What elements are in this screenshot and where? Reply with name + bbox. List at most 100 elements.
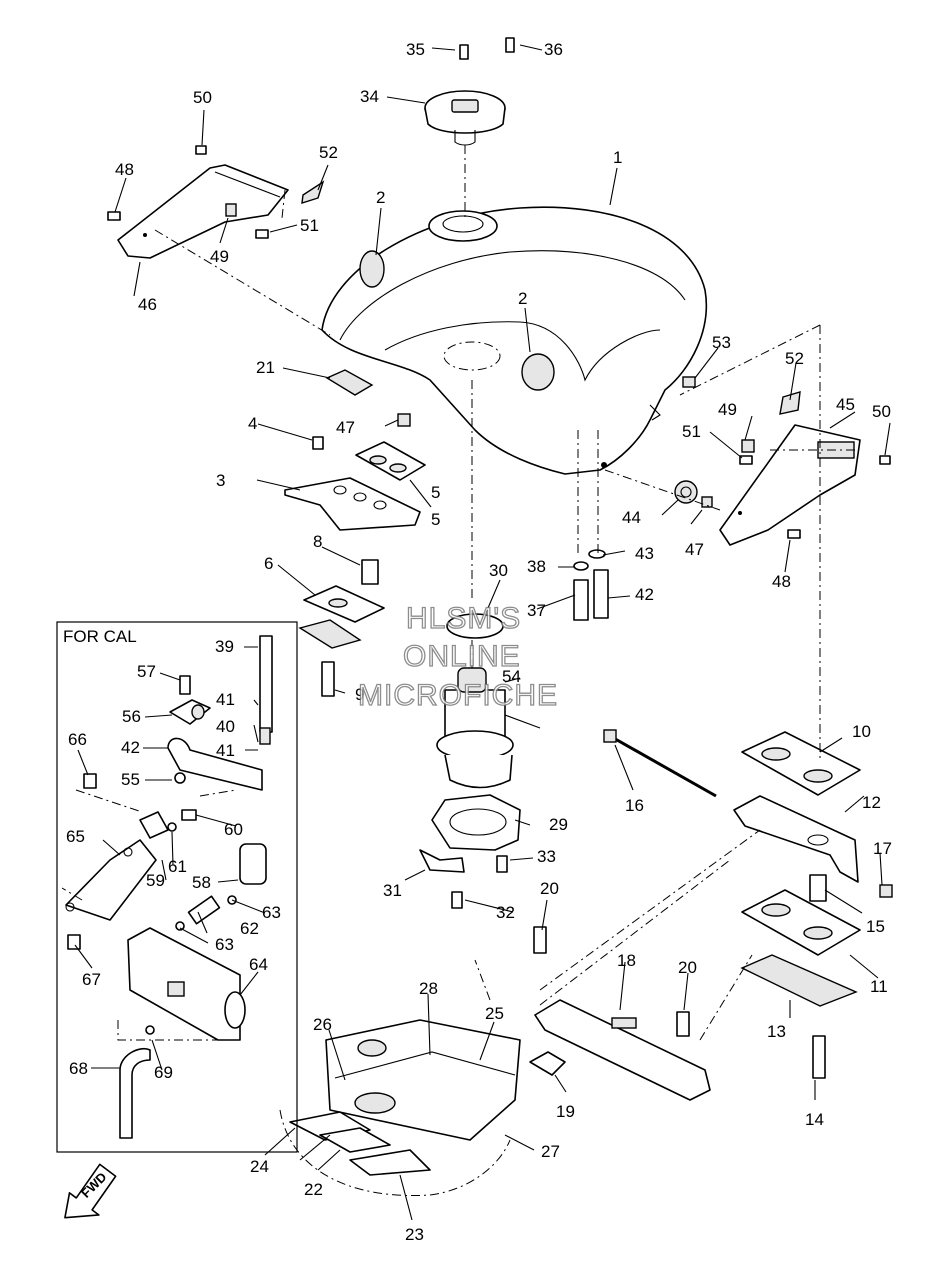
clamp-59 bbox=[139, 811, 169, 839]
collar-15 bbox=[809, 874, 827, 902]
callout-41b: 41 bbox=[216, 741, 235, 760]
callout-62: 62 bbox=[240, 919, 259, 938]
watermark-line-1: HLSM'S bbox=[406, 602, 521, 635]
callout-37: 37 bbox=[527, 601, 546, 620]
gasket-29 bbox=[431, 794, 521, 851]
callout-12: 12 bbox=[862, 793, 881, 812]
shield-22 bbox=[319, 1127, 391, 1153]
hose-37 bbox=[573, 579, 589, 621]
callout-53: 53 bbox=[712, 333, 731, 352]
callout-4: 4 bbox=[248, 414, 257, 433]
bracket-31 bbox=[419, 849, 465, 873]
callout-13: 13 bbox=[767, 1022, 786, 1041]
callout-20a: 20 bbox=[540, 879, 559, 898]
callout-16: 16 bbox=[625, 796, 644, 815]
callout-56: 56 bbox=[122, 707, 141, 726]
clip-69 bbox=[145, 1025, 155, 1035]
callout-9: 9 bbox=[355, 685, 364, 704]
bolt-9 bbox=[321, 661, 335, 697]
grommet-53 bbox=[682, 376, 696, 388]
collar-47-right bbox=[701, 496, 713, 508]
o-ring-30 bbox=[446, 613, 504, 639]
callout-29: 29 bbox=[549, 815, 568, 834]
plate-7 bbox=[298, 619, 362, 649]
bolt-20-right bbox=[676, 1011, 690, 1037]
callout-2a: 2 bbox=[376, 188, 385, 207]
bracket-19 bbox=[529, 1051, 566, 1076]
cap-bolt-35 bbox=[459, 44, 469, 60]
callout-24: 24 bbox=[250, 1157, 269, 1176]
side-cover-right bbox=[719, 424, 861, 546]
bolt-60 bbox=[181, 809, 197, 821]
valve-58 bbox=[239, 843, 267, 885]
callout-28: 28 bbox=[419, 979, 438, 998]
callout-5a: 5 bbox=[431, 483, 440, 502]
bracket-18 bbox=[534, 999, 711, 1101]
damper-11 bbox=[741, 889, 861, 956]
callout-41a: 41 bbox=[216, 690, 235, 709]
clip-55 bbox=[174, 772, 186, 784]
hose-62 bbox=[187, 895, 221, 925]
callout-48b: 48 bbox=[772, 572, 791, 591]
callout-42a: 42 bbox=[121, 738, 140, 757]
callout-57: 57 bbox=[137, 662, 156, 681]
callout-43: 43 bbox=[635, 544, 654, 563]
callout-60: 60 bbox=[224, 820, 243, 839]
callout-64: 64 bbox=[249, 955, 268, 974]
callout-33: 33 bbox=[537, 847, 556, 866]
callout-26: 26 bbox=[313, 1015, 332, 1034]
callout-25: 25 bbox=[485, 1004, 504, 1023]
screw-33 bbox=[496, 855, 508, 873]
tape-52-left bbox=[301, 180, 325, 204]
callout-63a: 63 bbox=[262, 903, 281, 922]
callout-51b: 51 bbox=[682, 422, 701, 441]
bolt-4 bbox=[312, 436, 324, 450]
clip-63b bbox=[175, 921, 185, 931]
washer-61 bbox=[167, 822, 177, 832]
bolt-50-left bbox=[195, 145, 207, 155]
cal-box bbox=[56, 621, 298, 1153]
damper-6 bbox=[303, 585, 385, 623]
bolt-50-right bbox=[879, 455, 891, 465]
cap-bolt-36 bbox=[505, 37, 515, 53]
callout-40: 40 bbox=[216, 717, 235, 736]
nut-47-left bbox=[397, 413, 411, 427]
callout-39: 39 bbox=[215, 637, 234, 656]
callout-66: 66 bbox=[68, 730, 87, 749]
damper-5 bbox=[355, 441, 426, 481]
callout-65: 65 bbox=[66, 827, 85, 846]
callout-63b: 63 bbox=[215, 935, 234, 954]
callout-11: 11 bbox=[870, 977, 888, 996]
callout-35: 35 bbox=[406, 40, 425, 59]
callout-20b: 20 bbox=[678, 958, 697, 977]
leader-lines bbox=[74, 44, 891, 1221]
callout-58: 58 bbox=[192, 873, 211, 892]
callout-14: 14 bbox=[805, 1110, 824, 1129]
holder-56 bbox=[169, 699, 211, 725]
damper-10 bbox=[741, 731, 861, 796]
callout-46: 46 bbox=[138, 295, 157, 314]
side-cover-left bbox=[117, 164, 289, 259]
callout-45: 45 bbox=[836, 395, 855, 414]
callout-15: 15 bbox=[866, 917, 885, 936]
hose-39 bbox=[259, 635, 273, 733]
callout-44: 44 bbox=[622, 508, 641, 527]
bolt-67 bbox=[67, 934, 81, 950]
callout-6: 6 bbox=[264, 554, 273, 573]
callout-17: 17 bbox=[873, 839, 892, 858]
callout-54: 54 bbox=[502, 667, 521, 686]
callout-8: 8 bbox=[313, 532, 322, 551]
tape-52-right bbox=[779, 391, 801, 415]
decal-left bbox=[359, 250, 385, 288]
callout-69: 69 bbox=[154, 1063, 173, 1082]
canister-64 bbox=[127, 927, 246, 1041]
callout-30: 30 bbox=[489, 561, 508, 580]
fuel-cap bbox=[424, 90, 506, 146]
callout-52b: 52 bbox=[785, 349, 804, 368]
screw-32 bbox=[451, 891, 463, 909]
callout-49a: 49 bbox=[210, 247, 229, 266]
hose-68 bbox=[119, 1048, 151, 1139]
hose-42-cal bbox=[167, 737, 263, 791]
bolt-16 bbox=[603, 729, 717, 798]
